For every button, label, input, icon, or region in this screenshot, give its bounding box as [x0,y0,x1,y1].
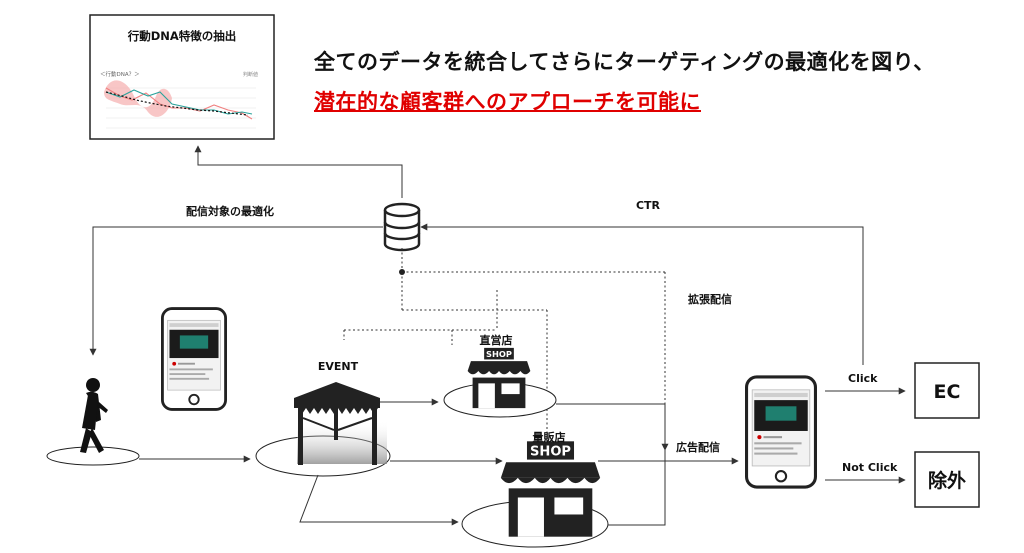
label-direct-store: 直営店 [480,333,513,347]
chart-panel-title: 行動DNA特徴の抽出 [127,29,237,43]
ec-box [914,362,980,419]
user-floor [46,446,140,466]
label-ec: EC [934,381,961,403]
label-exclude: 除外 [928,469,966,492]
event-tent-icon [294,382,387,465]
chart-panel-frame [89,14,275,140]
label-click: Click [848,372,878,385]
diagram-labels: 配信対象の最適化 CTR 拡張配信 EVENT 直営店 量販店 広告配信 Cli… [186,199,966,492]
arrow-db-to-chart [194,145,403,198]
arrow-event-to-mass [299,474,459,526]
label-event: EVENT [318,360,359,373]
mass-store-shop-icon [500,441,601,537]
chart-panel-highlight [104,80,172,117]
arrow-ctr-to-db [420,223,864,365]
headline-sub: 潜在的な顧客群へのアプローチを可能に [314,90,701,114]
chart-panel-series-pink [105,87,253,120]
smartphone-right-icon [745,375,817,489]
chart-panel-series-dotted [105,91,249,116]
label-mass-store: 量販店 [533,430,566,444]
chart-panel-sub-right: 判断値 [243,71,258,78]
headline-main: 全てのデータを統合してさらにターゲティングの最適化を図り、 [314,50,935,74]
exclude-box [914,451,980,508]
direct-store-shop-icon [467,347,531,409]
connector-direct-mass [556,403,666,526]
person-icon [80,378,108,453]
label-expand-delivery: 拡張配信 [688,292,732,306]
smartphone-left-icon [161,307,227,411]
database-icon [383,202,421,252]
flow-connectors [139,387,906,526]
branch-node [399,269,405,275]
chart-panel-series-teal [105,89,253,115]
feedback-connectors [89,145,864,365]
label-ctr: CTR [636,199,661,212]
label-ad-delivery: 広告配信 [676,440,720,454]
chart-panel-sub-left: ＜行動DNA？＞ [100,70,140,78]
arrow-db-to-user [89,226,383,356]
behavior-dna-panel: 行動DNA特徴の抽出 ＜行動DNA？＞ 判断値 [89,14,275,140]
label-delivery-optimization: 配信対象の最適化 [186,204,274,218]
expansion-connectors [343,248,669,451]
label-not-click: Not Click [842,461,898,474]
